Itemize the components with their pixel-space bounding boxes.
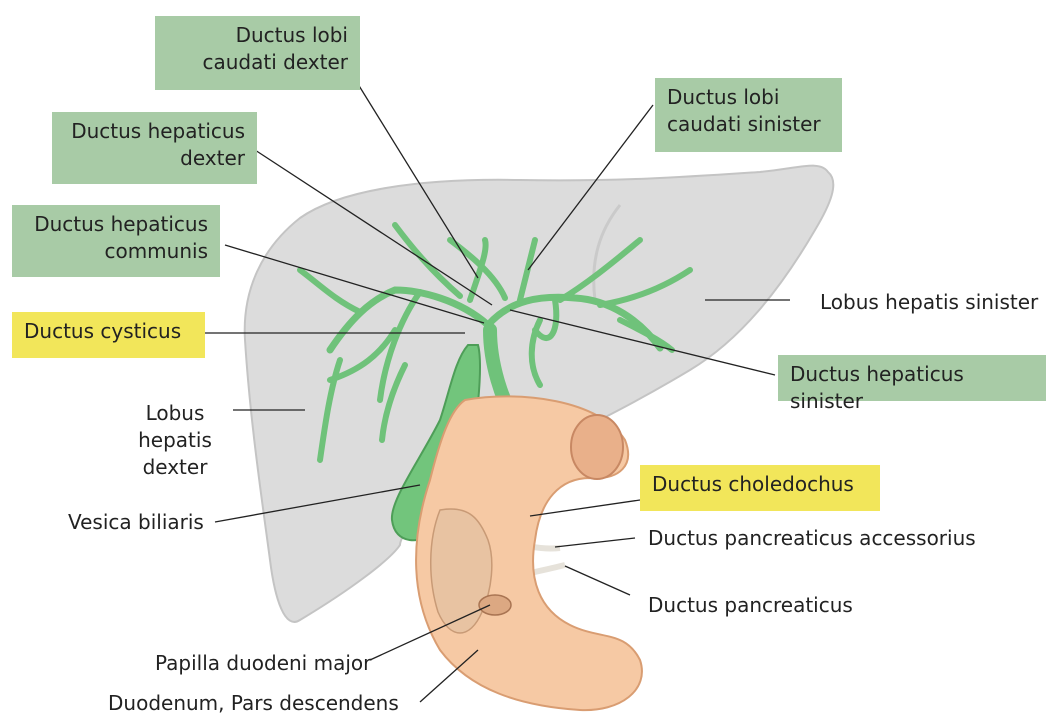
- label-papilla-duodeni-major: Papilla duodeni major: [155, 650, 371, 677]
- label-ductus-choledochus: Ductus choledochus: [640, 465, 880, 511]
- label-lobus-hepatis-sinister: Lobus hepatis sinister: [820, 289, 1038, 316]
- label-lobus-hepatis-dexter: Lobus hepatis dexter: [120, 400, 230, 481]
- leader-pancreaticus-accessorius: [555, 538, 635, 547]
- label-duodenum-pars-descendens: Duodenum, Pars descendens: [108, 690, 399, 717]
- label-ductus-pancreaticus-accessorius: Ductus pancreaticus accessorius: [648, 525, 976, 552]
- label-vesica-biliaris: Vesica biliaris: [68, 509, 204, 536]
- label-ductus-hepaticus-dexter: Ductus hepaticus dexter: [52, 112, 257, 184]
- label-ductus-lobi-caudati-sinister: Ductus lobi caudati sinister: [655, 78, 842, 152]
- label-ductus-cysticus: Ductus cysticus: [12, 312, 205, 358]
- label-ductus-hepaticus-communis: Ductus hepaticus communis: [12, 205, 220, 277]
- leader-pancreaticus: [565, 566, 630, 595]
- label-ductus-pancreaticus: Ductus pancreaticus: [648, 592, 853, 619]
- label-ductus-hepaticus-sinister: Ductus hepaticus sinister: [778, 355, 1046, 401]
- duodenum-lumen: [571, 415, 623, 479]
- label-ductus-lobi-caudati-dexter: Ductus lobi caudati dexter: [155, 16, 360, 90]
- papilla-duodeni-major-shape: [479, 595, 511, 615]
